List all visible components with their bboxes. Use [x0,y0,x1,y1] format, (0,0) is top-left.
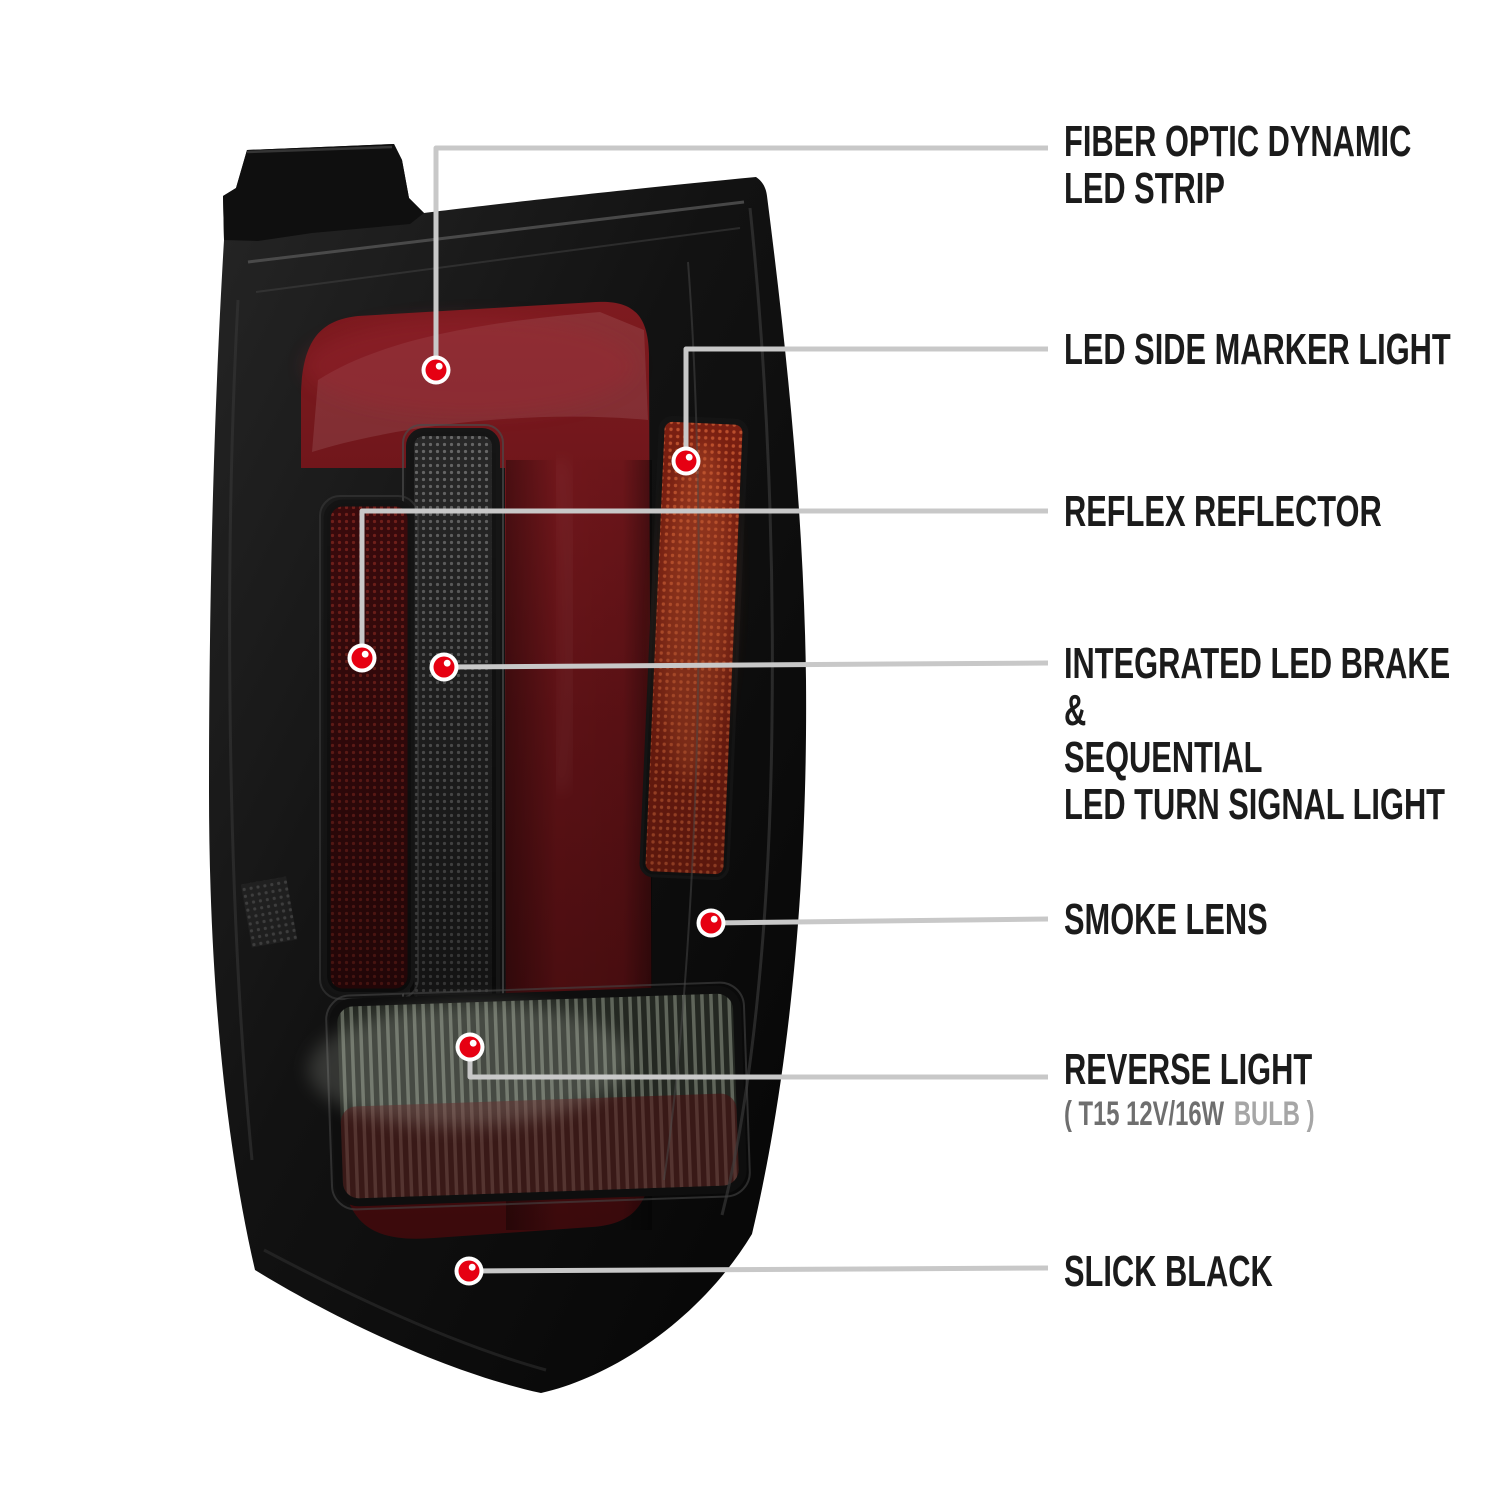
smoke-lens-leader-line [710,916,1049,926]
reflex-reflector-shading [327,503,411,992]
bottom-rim-streak [263,1248,547,1372]
smoke-lens-dot [696,908,726,938]
right-panel-sheen [663,261,700,1181]
left-rim-streak [228,299,254,1161]
top-rim-streak-2 [255,227,741,293]
led-light-bar-glow [305,318,635,414]
fiber-optic-led-strip-dot [421,355,451,385]
integrated-led-brake-sequential-turn-signal-leader-line [443,660,1049,670]
led-side-marker-light-dot [671,446,701,476]
top-rim-streak [247,200,745,264]
right-rim-streak [720,207,774,1216]
fiber-optic-led-strip-leader-line [433,145,1048,370]
mounting-tab [223,144,424,241]
led-light-bar-sheen [556,459,573,791]
reverse-light-dot [455,1032,485,1062]
mounting-tab-highlight [246,145,393,154]
slick-black-dot [454,1256,484,1286]
callout-lines-layer [347,145,1049,1286]
smoke-mesh-strip-shading [410,432,496,1008]
reflex-reflector-dot [347,643,377,673]
led-side-marker-shading [642,418,746,878]
integrated-led-brake-sequential-turn-signal-dot [429,652,459,682]
reflex-reflector-leader-line [359,508,1048,658]
led-side-marker-light-leader-line [683,346,1048,461]
slick-black-leader-line [468,1265,1049,1274]
side-mesh-patch [240,876,298,948]
